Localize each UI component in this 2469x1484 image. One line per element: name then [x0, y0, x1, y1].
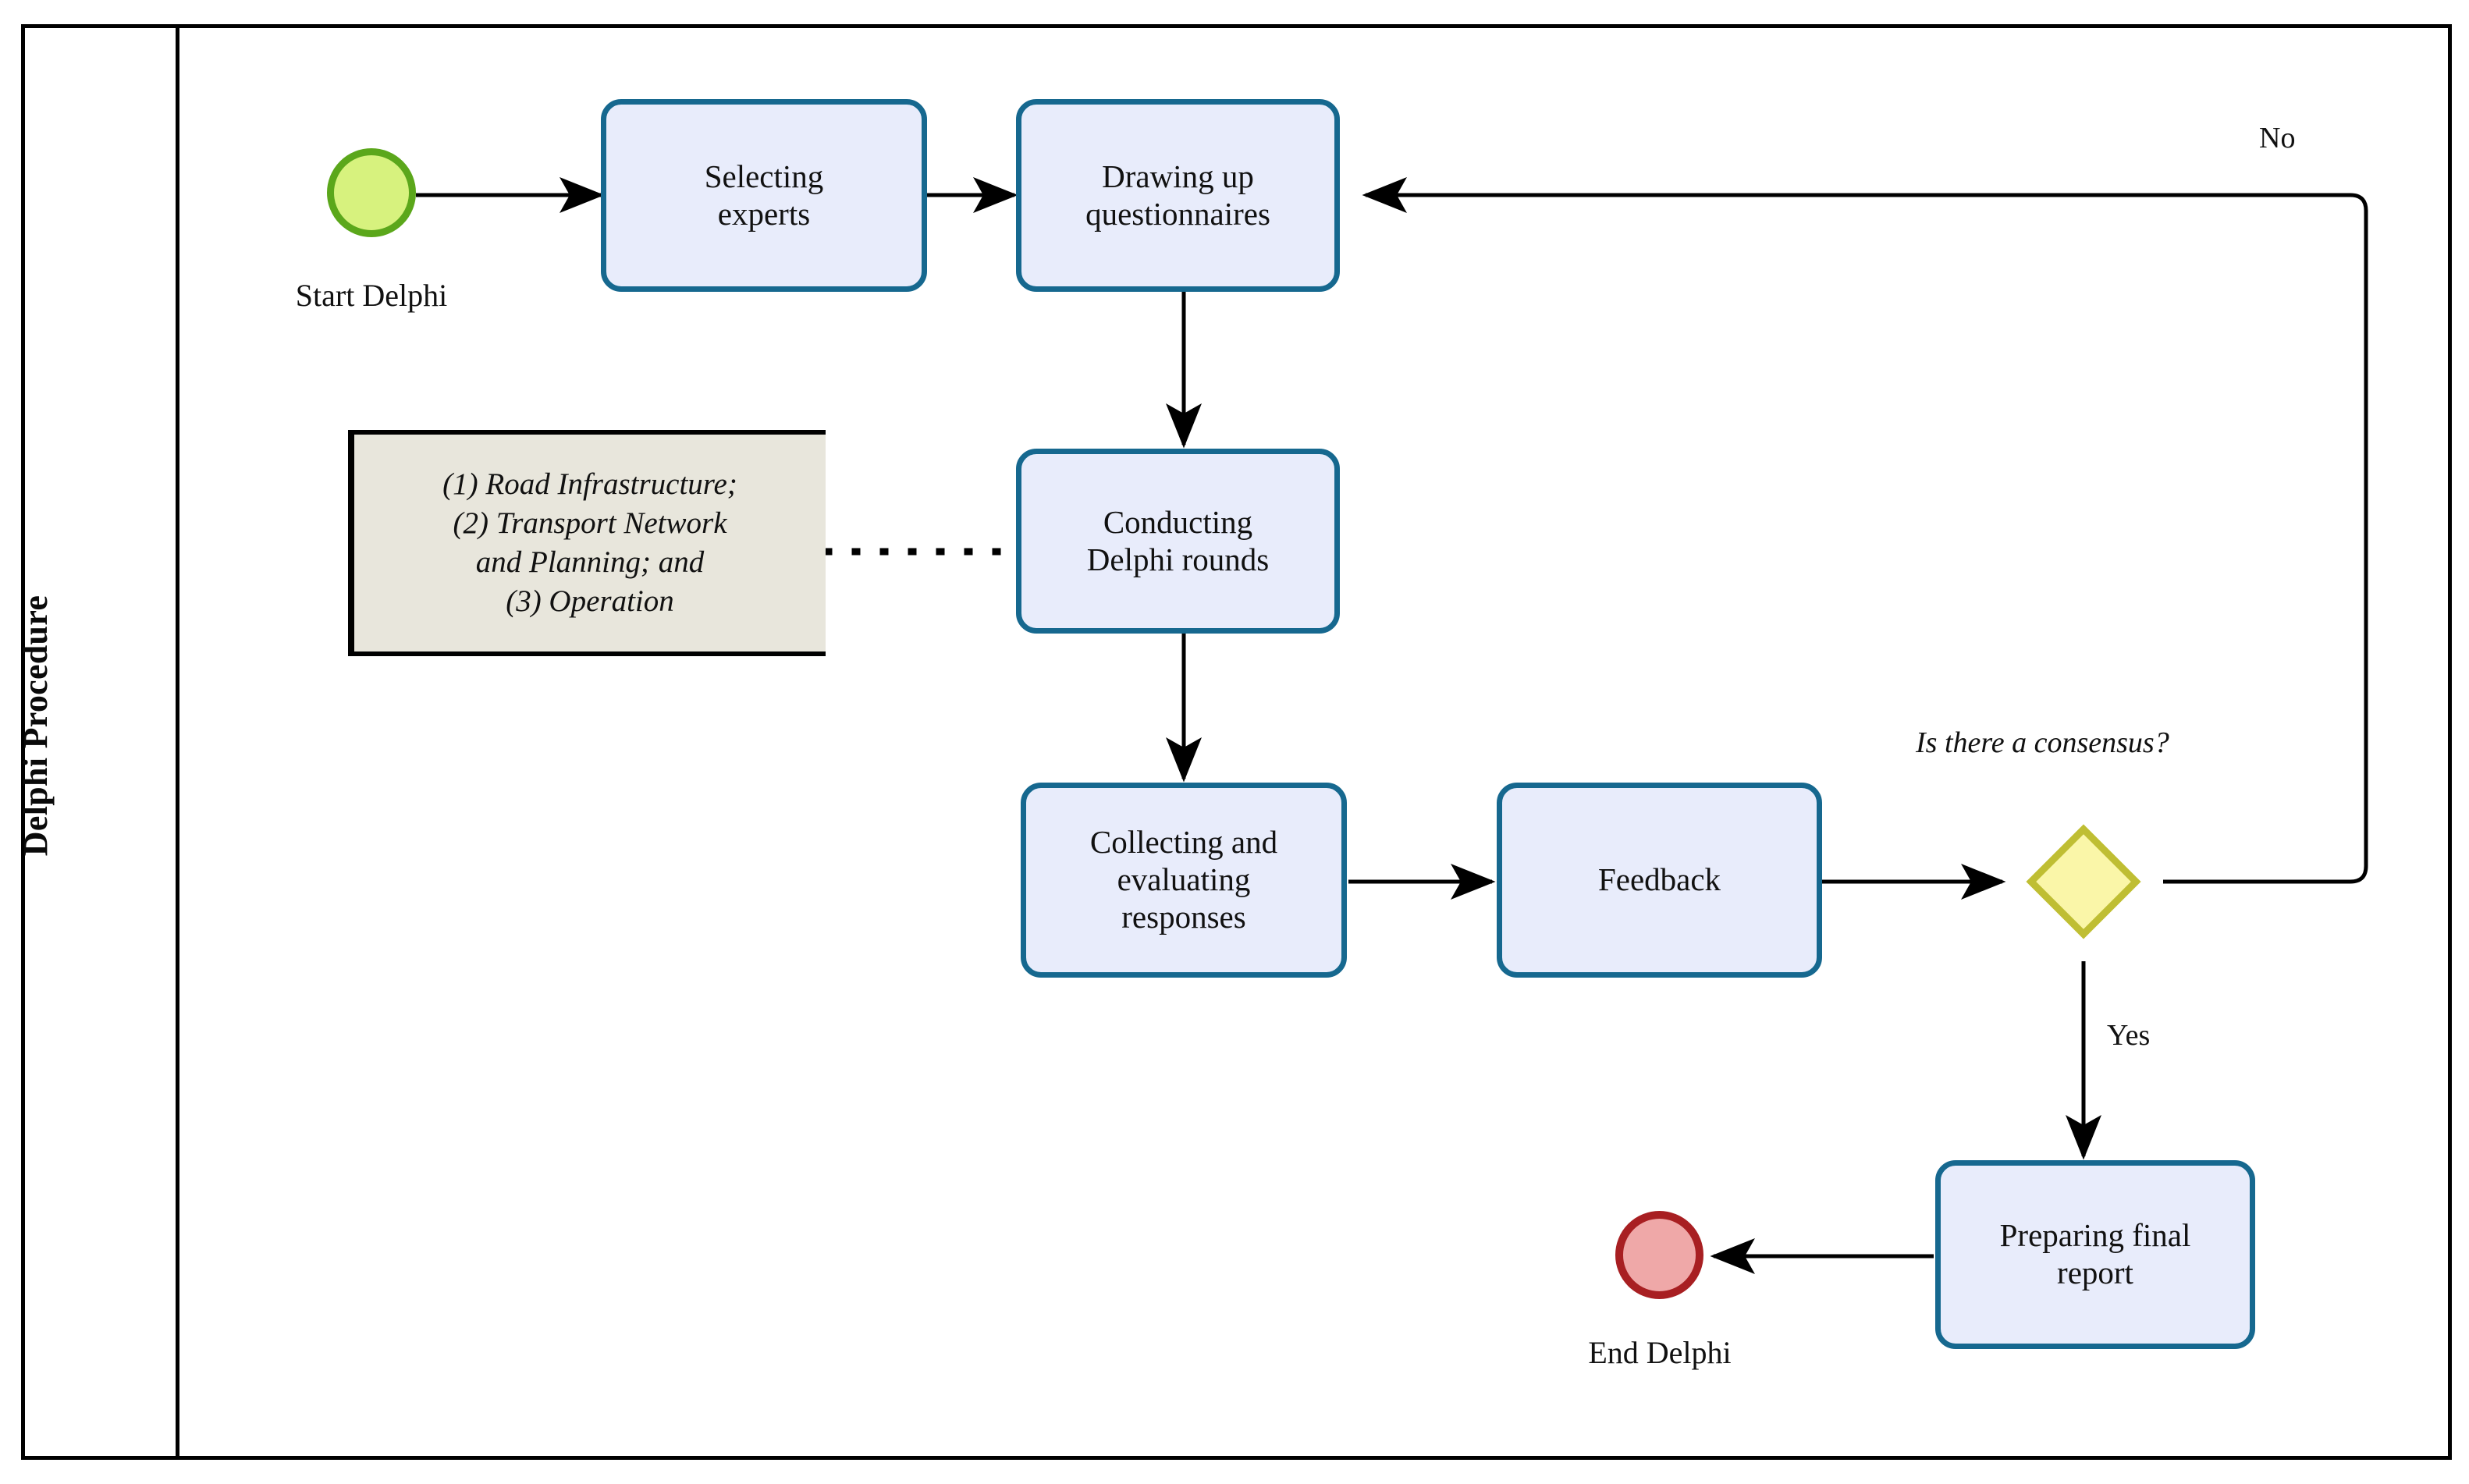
lane-label-delphi-procedure: Delphi Procedure: [16, 595, 55, 857]
gateway-consensus-question: Is there a consensus?: [1916, 726, 2169, 759]
task-collecting-evaluating-responses[interactable]: Collecting and evaluating responses: [1021, 783, 1347, 978]
start-event-label: Start Delphi: [295, 278, 448, 313]
flow-label-yes: Yes: [2107, 1019, 2151, 1052]
task-drawing-up-questionnaires[interactable]: Drawing up questionnaires: [1016, 99, 1340, 292]
text-annotation-content: (1) Road Infrastructure; (2) Transport N…: [442, 467, 737, 618]
start-event-icon[interactable]: [327, 148, 416, 237]
flow-label-no: No: [2259, 122, 2296, 154]
task-conducting-delphi-rounds[interactable]: Conducting Delphi rounds: [1016, 449, 1340, 634]
task-feedback[interactable]: Feedback: [1497, 783, 1822, 978]
task-selecting-experts[interactable]: Selecting experts: [601, 99, 927, 292]
text-annotation-topics: (1) Road Infrastructure; (2) Transport N…: [348, 430, 826, 656]
end-event-label: End Delphi: [1588, 1335, 1732, 1370]
end-event-icon[interactable]: [1615, 1211, 1703, 1299]
task-preparing-final-report[interactable]: Preparing final report: [1935, 1160, 2255, 1349]
lane-divider: [176, 24, 179, 1460]
pool-frame: [21, 24, 2452, 1460]
